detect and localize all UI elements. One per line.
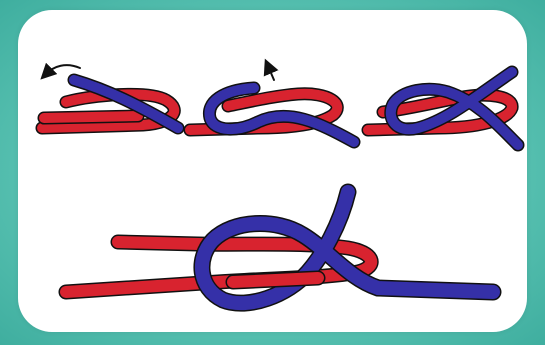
illustration-card [18,10,527,332]
knot-step-4-final [66,192,493,303]
counterclockwise-arrow-icon [46,65,80,74]
up-arrow-icon [268,66,274,80]
knot-step-3 [368,72,518,145]
knot-step-2 [190,66,354,142]
knot-diagram [18,10,527,332]
knot-step-1 [42,65,178,128]
